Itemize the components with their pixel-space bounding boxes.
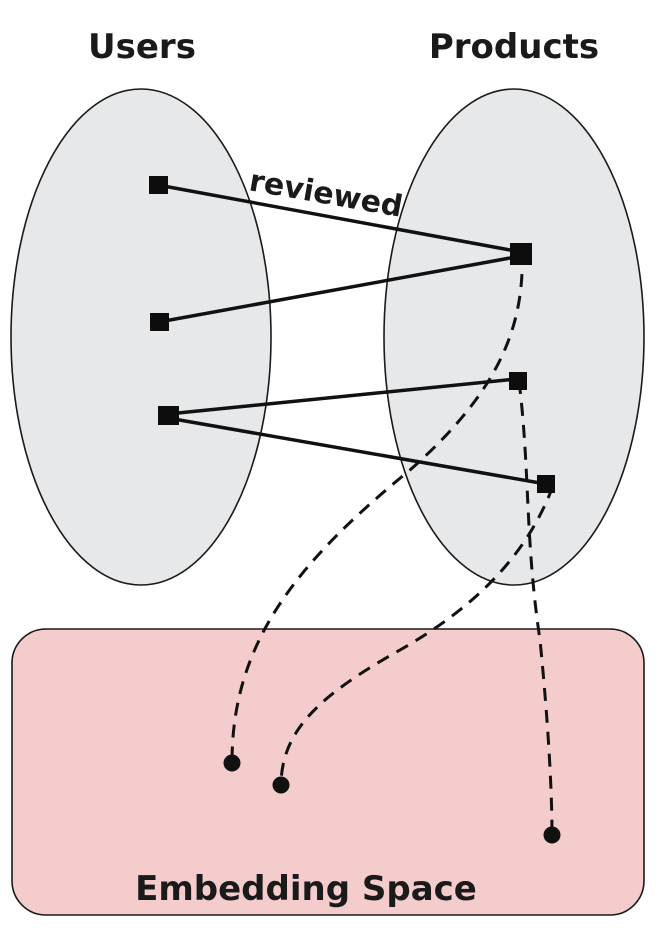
mapping-product-1 [230, 251, 524, 763]
embedding-space [11, 628, 645, 916]
products-set [383, 88, 645, 586]
embedding-point-2 [272, 776, 290, 794]
product-node-1 [510, 243, 532, 265]
embedding-point-1 [223, 754, 241, 772]
edge-user2-product1 [158, 254, 522, 324]
embedding-point-3 [543, 826, 561, 844]
mapping-product-3 [279, 485, 555, 785]
product-node-3 [537, 475, 555, 493]
users-set [10, 88, 272, 586]
product-node-2 [509, 372, 527, 390]
users-title: Users [88, 27, 196, 67]
products-title: Products [429, 27, 599, 67]
embedding-space-title: Embedding Space [135, 869, 477, 909]
mapping-product-2 [517, 380, 554, 835]
user-node-3 [158, 406, 179, 425]
edge-user1-product1 [157, 183, 522, 254]
edge-user3-product3 [167, 416, 547, 486]
user-node-2 [150, 313, 169, 331]
user-node-1 [149, 176, 168, 194]
edge-user3-product2 [167, 377, 518, 416]
